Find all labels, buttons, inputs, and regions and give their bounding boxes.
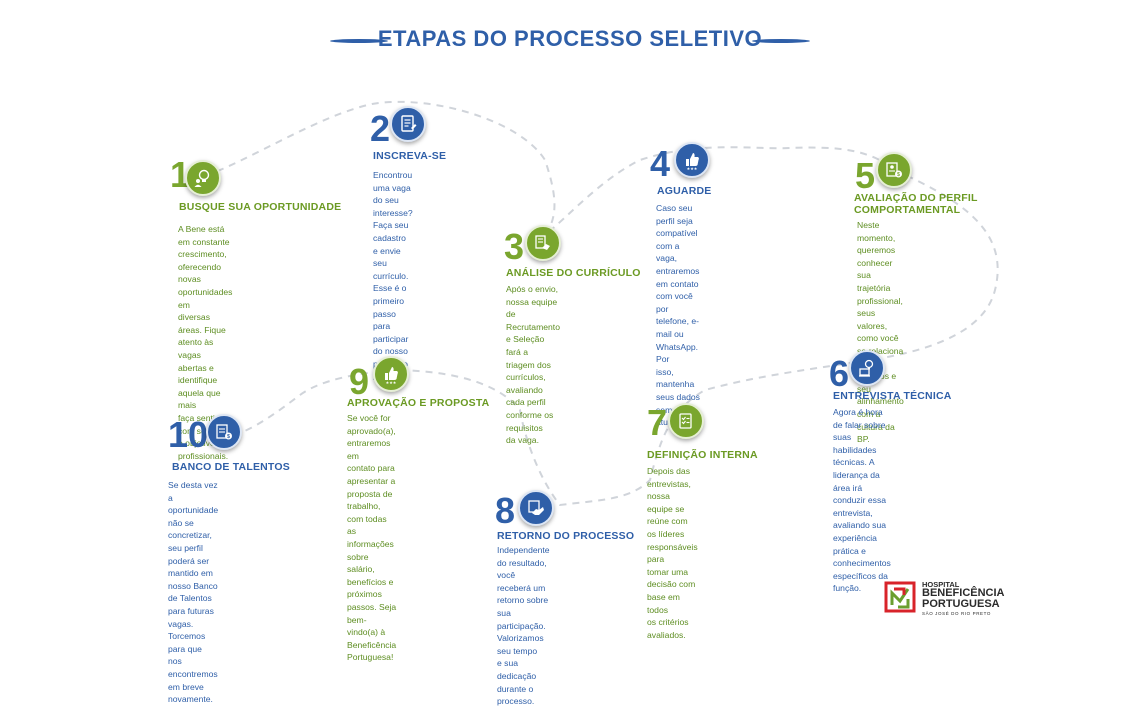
document-form-icon	[390, 106, 426, 142]
step-number: 7	[647, 402, 668, 443]
logo-line-4: SÃO JOSÉ DO RIO PRETO	[922, 611, 992, 616]
step-description: Encontrou uma vaga do seu interesse?Faça…	[373, 170, 413, 382]
talent-bank-icon: $	[206, 414, 242, 450]
step-number: 5	[855, 155, 876, 196]
step-title: BANCO DE TALENTOS	[172, 461, 290, 473]
idea-laptop-icon	[849, 350, 885, 386]
step-title: APROVAÇÃO E PROPOSTA	[347, 397, 490, 409]
step-number: 4	[650, 143, 671, 184]
title-left-wing	[330, 39, 388, 43]
step-number: 2	[370, 108, 391, 149]
svg-text:$: $	[227, 434, 230, 440]
svg-text:$: $	[897, 172, 900, 178]
step-title: INSCREVA-SE	[373, 150, 447, 162]
step-title: BUSQUE SUA OPORTUNIDADE	[179, 201, 342, 213]
page-title-wrap: ETAPAS DO PROCESSO SELETIVO	[0, 26, 1140, 52]
resume-handshake-icon	[525, 225, 561, 261]
checklist-icon	[668, 403, 704, 439]
step-title: AGUARDE	[657, 185, 712, 197]
handshake-icon	[518, 490, 554, 526]
step-title: RETORNO DO PROCESSO	[497, 530, 635, 542]
title-right-wing	[752, 39, 810, 43]
approval-thumbs-up-icon: ★★★	[373, 356, 409, 392]
step-number: 10	[168, 414, 209, 455]
thumbs-up-rating-icon: ★★★	[674, 142, 710, 178]
step-number: 9	[349, 361, 370, 402]
step-title: DEFINIÇÃO INTERNA	[647, 449, 758, 461]
step-description: A Bene está em constante crescimento,ofe…	[178, 224, 233, 461]
logo-line-1: HOSPITAL	[922, 580, 960, 589]
logo-line-3: PORTUGUESA	[922, 598, 1000, 610]
step-number: 3	[504, 226, 525, 267]
step-number: 6	[829, 353, 850, 394]
svg-text:★★★: ★★★	[386, 380, 397, 384]
hospital-logo: HOSPITAL BENEFICÊNCIA PORTUGUESA SÃO JOS…	[884, 578, 1014, 618]
step-title: ENTREVISTA TÉCNICA	[833, 390, 952, 402]
process-path	[204, 100, 999, 507]
svg-text:★★★: ★★★	[687, 166, 698, 170]
hospital-cross-logo-icon	[884, 581, 916, 613]
profile-money-icon: $	[876, 152, 912, 188]
step-title: ANÁLISE DO CURRÍCULO	[506, 267, 641, 279]
logo-line-2: BENEFICÊNCIA	[922, 587, 1005, 599]
page-title: ETAPAS DO PROCESSO SELETIVO	[377, 26, 763, 51]
step-number: 8	[495, 490, 516, 531]
lightbulb-person-icon	[185, 160, 221, 196]
